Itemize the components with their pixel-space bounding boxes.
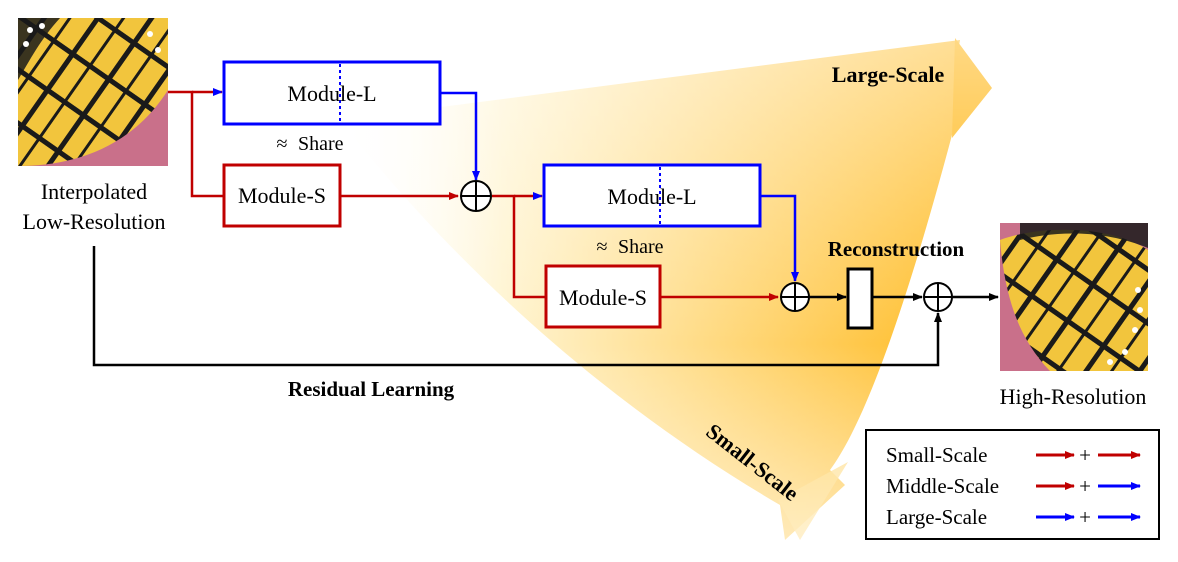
legend-plus-middle: + [1079, 474, 1091, 498]
residual-label: Residual Learning [288, 377, 455, 401]
blue-connections [440, 91, 799, 282]
black-connections [92, 246, 999, 367]
reconstruction-block [846, 267, 874, 330]
share-symbol-1: ≈ [277, 133, 288, 155]
output-label: High-Resolution [1000, 384, 1147, 409]
input-label-line1: Interpolated [41, 179, 147, 204]
legend-plus-large: + [1079, 505, 1091, 529]
module-l-label-1: Module-L [287, 81, 376, 106]
legend-plus-small: + [1079, 443, 1091, 467]
sum-node-1 [460, 180, 492, 212]
input-label-line2: Low-Resolution [23, 209, 166, 234]
module-l-box-1 [222, 60, 442, 126]
large-scale-label: Large-Scale [832, 62, 945, 87]
red-connections [168, 88, 779, 301]
share-symbol-2: ≈ [597, 236, 608, 258]
module-s-label-1: Module-S [238, 183, 326, 208]
legend-label-middle: Middle-Scale [886, 474, 999, 498]
sum-node-2 [780, 282, 810, 312]
legend-label-small: Small-Scale [886, 443, 987, 467]
share-label-2: Share [618, 236, 664, 258]
legend-label-large: Large-Scale [886, 505, 987, 529]
legend: Small-Scale + Middle-Scale + Large-Scale… [865, 429, 1160, 540]
module-s-label-2: Module-S [559, 285, 647, 310]
sum-node-3 [923, 282, 953, 312]
module-l-label-2: Module-L [607, 184, 696, 209]
reconstruction-label: Reconstruction [828, 237, 965, 261]
input-image [18, 18, 168, 166]
fan-arrow-large [952, 38, 992, 138]
output-image [1000, 223, 1148, 371]
share-label-1: Share [298, 133, 344, 155]
